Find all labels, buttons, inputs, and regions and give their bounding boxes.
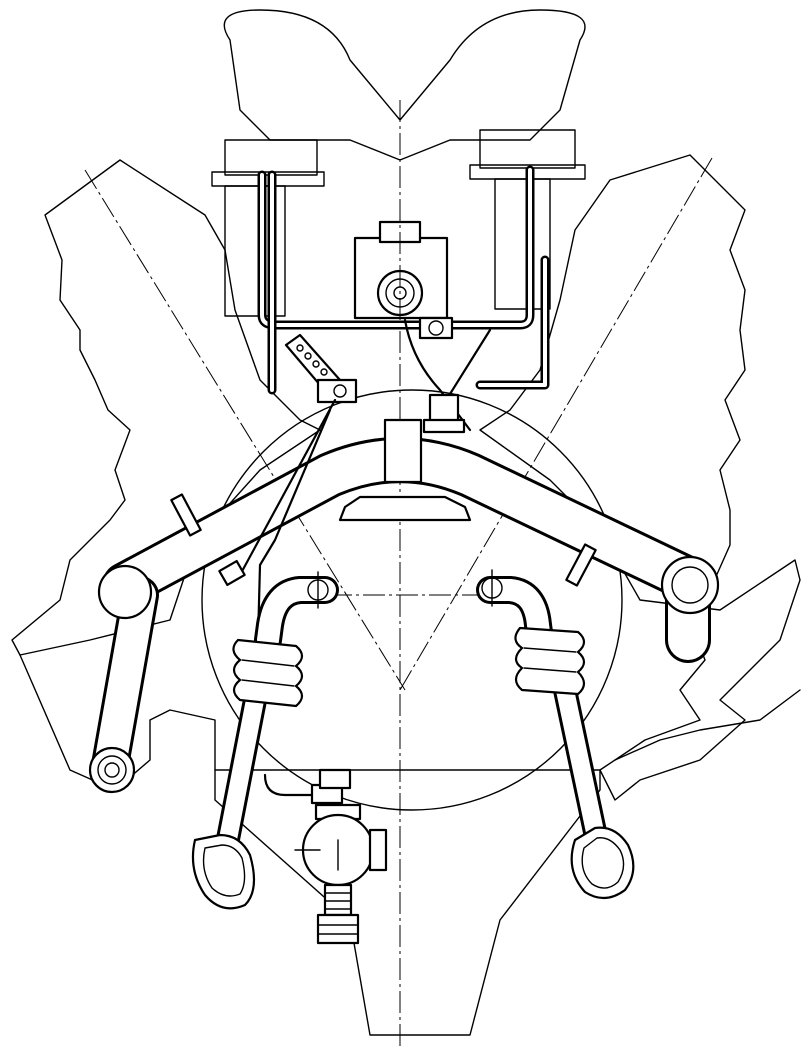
throttle-bracket <box>284 333 358 404</box>
left-lower-block <box>19 654 216 791</box>
union-fitting <box>418 316 454 340</box>
right-lower-block <box>614 689 801 761</box>
crankcase-circle <box>201 389 623 811</box>
manifold-wedge <box>338 495 472 522</box>
fuel-u-tube <box>257 165 550 395</box>
right-carburetor <box>479 129 576 169</box>
left-down-pipe <box>88 564 159 794</box>
right-cylinder-bank <box>479 154 801 801</box>
intake-manifold <box>223 9 586 161</box>
rod-end <box>218 559 246 587</box>
right-riser <box>494 178 551 310</box>
left-bellows-assembly <box>191 571 339 910</box>
left-bank-centerline <box>84 169 406 691</box>
check-valve <box>422 393 466 434</box>
right-bank-centerline <box>399 157 713 691</box>
fuel-filter <box>263 768 388 945</box>
pump-feed-line <box>403 318 472 432</box>
center-clamp <box>383 418 423 484</box>
right-down-pipe <box>660 555 720 663</box>
left-riser <box>224 185 286 317</box>
left-carburetor <box>224 139 318 176</box>
left-clamp <box>170 493 202 537</box>
left-cylinder-bank <box>11 159 321 656</box>
left-oil-line <box>256 408 332 642</box>
crankcase-sump <box>214 769 601 1036</box>
right-bellows-assembly <box>476 569 635 900</box>
right-clamp <box>565 543 597 587</box>
